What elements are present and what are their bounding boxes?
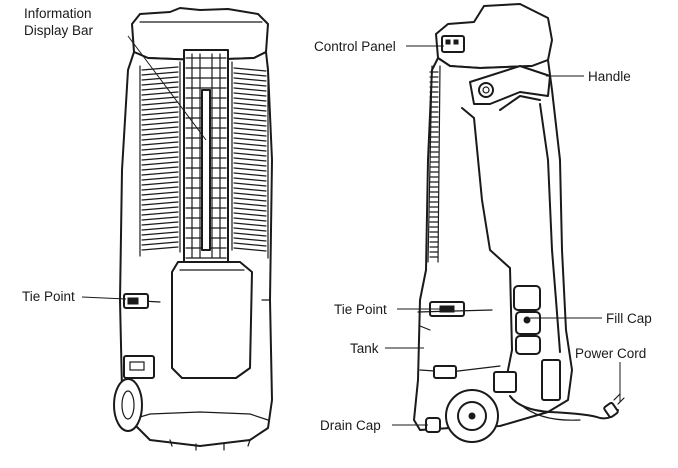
label-tie-point-back: Tie Point: [334, 302, 387, 317]
back-side-vent: [427, 65, 441, 263]
information-display-bar: [201, 89, 211, 251]
front-center-column: [183, 49, 229, 263]
label-tank: Tank: [350, 341, 379, 356]
front-wheel: [113, 378, 143, 432]
label-fill-cap: Fill Cap: [606, 311, 652, 326]
drain-cap: [425, 417, 441, 433]
fill-cap: [513, 285, 541, 355]
leader-tie-point-front: [81, 296, 127, 300]
labels: Information Display Bar Tie Point Contro…: [22, 6, 652, 433]
front-view-unit: [113, 7, 273, 451]
label-control-panel: Control Panel: [314, 39, 396, 54]
handle: [469, 65, 551, 111]
back-view-unit: [413, 3, 625, 443]
leader-info-bar: [127, 35, 207, 141]
front-right-vent: [231, 61, 269, 259]
front-left-vent: [139, 61, 181, 257]
front-tank-window: [171, 261, 253, 379]
label-information: Information: [24, 6, 92, 21]
label-drain-cap: Drain Cap: [320, 418, 381, 433]
leader-lines: [81, 35, 621, 426]
label-display-bar: Display Bar: [24, 23, 94, 38]
back-recess: [461, 103, 561, 381]
control-panel: [441, 35, 465, 53]
back-wheel: [445, 389, 499, 443]
label-power-cord: Power Cord: [575, 346, 646, 361]
label-handle: Handle: [588, 69, 631, 84]
label-tie-point-front: Tie Point: [22, 289, 75, 304]
